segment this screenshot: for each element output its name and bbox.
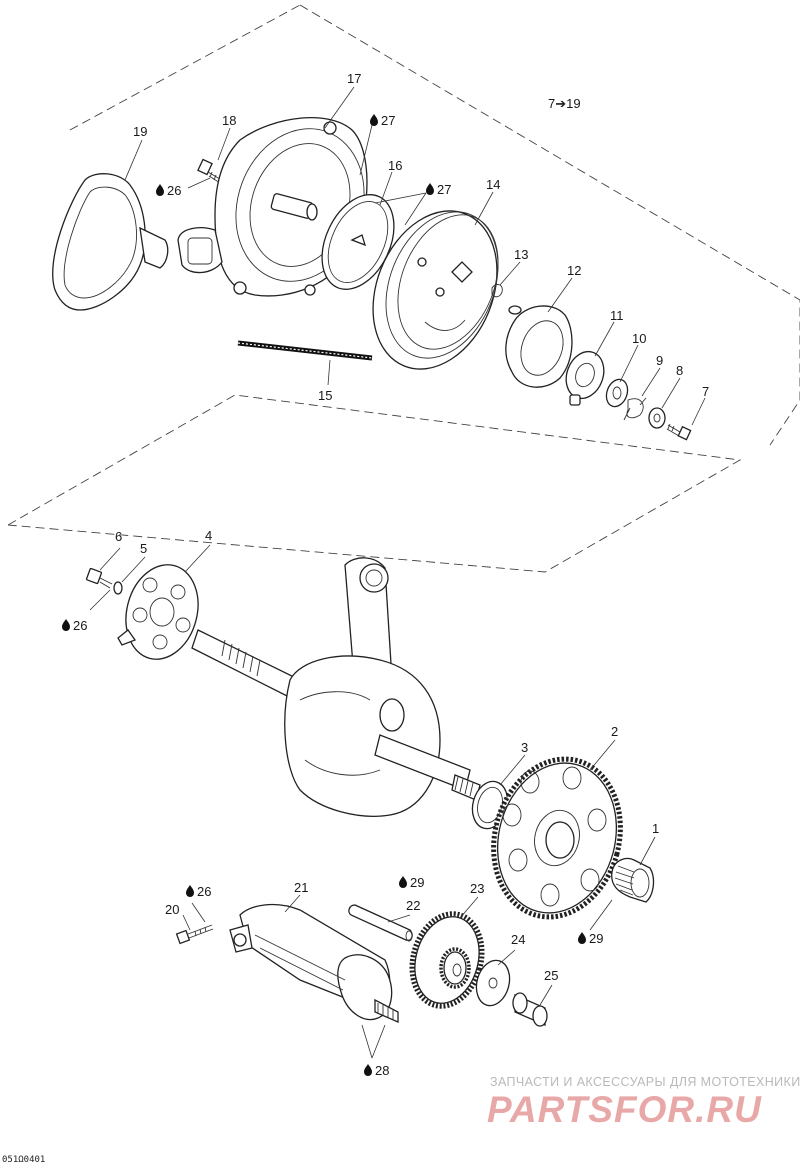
recoil-handle (52, 173, 169, 311)
callout-19: 19 (133, 124, 147, 139)
callout-8: 8 (676, 363, 683, 378)
lubricant-29-bearing: 29 (578, 931, 603, 946)
lubricant-markers: 26 27 27 26 29 26 29 28 (62, 113, 603, 1078)
needle-bearing (611, 857, 655, 903)
watermark-tagline: ЗАПЧАСТИ И АКСЕССУАРЫ ДЛЯ МОТОТЕХНИКИ (490, 1075, 800, 1089)
callout-21: 21 (294, 880, 308, 895)
lubricant-26-bolt-20: 26 (186, 884, 211, 899)
oil-drop-icon (62, 619, 70, 631)
lubricant-26-bolt: 26 (62, 618, 87, 633)
pawl-plate (505, 305, 573, 388)
callout-22: 22 (406, 898, 420, 913)
callout-9: 9 (656, 353, 663, 368)
washer-5 (113, 581, 123, 595)
rope-pulley (372, 210, 499, 370)
oil-drop-icon (186, 885, 194, 897)
callout-2: 2 (611, 724, 618, 739)
thrust-washer (475, 959, 511, 1007)
bolt-6 (85, 567, 113, 589)
callout-1: 1 (652, 821, 659, 836)
crankshaft (191, 557, 481, 817)
drawing-code: 051Ω0401 (2, 1155, 45, 1165)
lubricant-27-housing: 27 (370, 113, 395, 128)
bushing (512, 992, 548, 1027)
bolt-20 (175, 924, 214, 945)
group-reference: 7➔19 (548, 96, 581, 111)
svg-text:29: 29 (589, 931, 603, 946)
callout-4: 4 (205, 528, 212, 543)
starter-gear-large (491, 756, 623, 920)
spring-clip (623, 397, 647, 421)
friction-plate (565, 350, 605, 406)
bolt-7 (666, 423, 692, 441)
starter-motor (229, 903, 399, 1023)
svg-text:26: 26 (73, 618, 87, 633)
callout-20: 20 (165, 902, 179, 917)
svg-text:27: 27 (381, 113, 395, 128)
lubricant-26-handle: 26 (156, 183, 181, 198)
callout-labels: 19 18 17 16 14 13 12 11 10 9 8 7 15 7➔19… (115, 71, 709, 983)
callout-11: 11 (610, 308, 624, 323)
callout-14: 14 (486, 177, 500, 192)
lubricant-29-shaft: 29 (399, 875, 424, 890)
lubricant-28-motor: 28 (364, 1063, 389, 1078)
callout-3: 3 (521, 740, 528, 755)
svg-text:26: 26 (167, 183, 181, 198)
callout-15: 15 (318, 388, 332, 403)
oil-drop-icon (364, 1064, 372, 1076)
washer-8 (648, 407, 666, 429)
lubricant-27-spring: 27 (426, 182, 451, 197)
callout-23: 23 (470, 881, 484, 896)
starter-rope (237, 340, 373, 361)
svg-text:29: 29 (410, 875, 424, 890)
svg-text:28: 28 (375, 1063, 389, 1078)
oil-drop-icon (156, 184, 164, 196)
leader-lines (89, 86, 706, 1059)
callout-5: 5 (140, 541, 147, 556)
oil-drop-icon (399, 876, 407, 888)
callout-24: 24 (511, 932, 525, 947)
callout-13: 13 (514, 247, 528, 262)
callout-7: 7 (702, 384, 709, 399)
spring-washer (605, 378, 629, 408)
callout-10: 10 (632, 331, 646, 346)
oil-drop-icon (426, 183, 434, 195)
watermark-brand: PARTSFOR.RU (487, 1089, 762, 1130)
oil-drop-icon (370, 114, 378, 126)
callout-17: 17 (347, 71, 361, 86)
crankshaft-group-outline (7, 394, 742, 573)
idler-gear (409, 911, 485, 1009)
callout-18: 18 (222, 113, 236, 128)
idler-shaft (348, 904, 413, 942)
callout-25: 25 (544, 968, 558, 983)
callout-6: 6 (115, 529, 122, 544)
oil-drop-icon (578, 932, 586, 944)
bolt-18 (197, 158, 226, 187)
callout-16: 16 (388, 158, 402, 173)
starter-housing (177, 117, 368, 297)
callout-12: 12 (567, 263, 581, 278)
recoil-group-outline (69, 4, 800, 446)
svg-text:26: 26 (197, 884, 211, 899)
pawl-spring (491, 284, 503, 298)
svg-text:27: 27 (437, 182, 451, 197)
trigger-wheel (117, 564, 199, 660)
